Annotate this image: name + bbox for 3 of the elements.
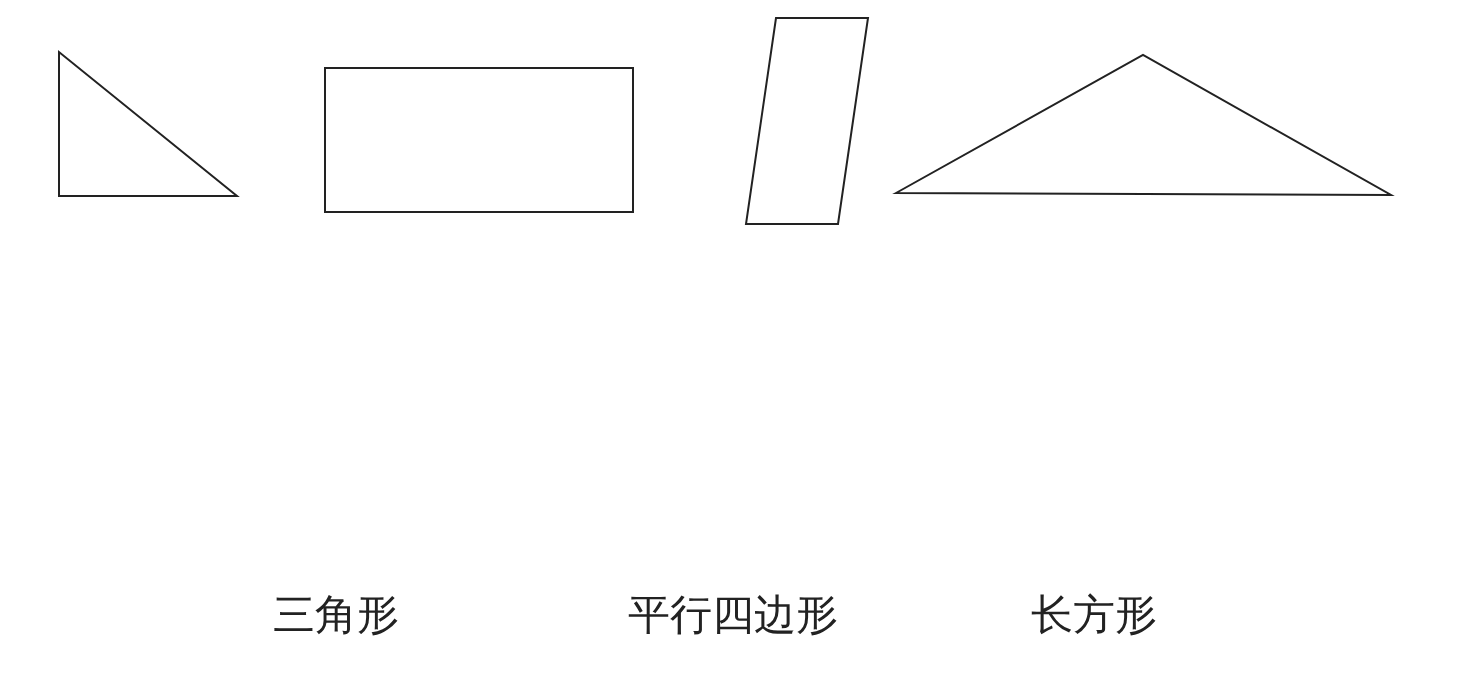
shape-name-label: 三角形 bbox=[273, 590, 399, 640]
shape-name-label: 平行四边形 bbox=[628, 590, 838, 640]
shape-name-label: 长方形 bbox=[1031, 590, 1157, 640]
